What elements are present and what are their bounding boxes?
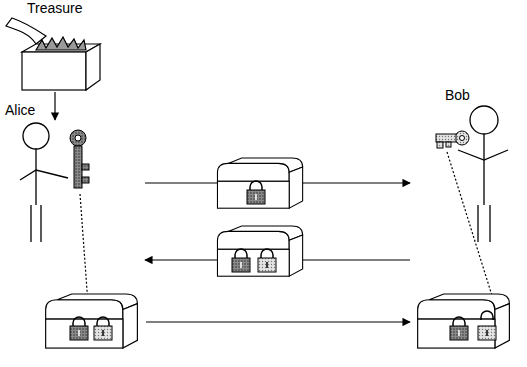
person-node: Alice [5,120,145,274]
node-label: Bob [445,87,470,103]
person-node: Bob [410,104,520,274]
key-leader [447,152,494,302]
bob-lock-open [478,311,496,340]
alice-lock [247,181,265,204]
node-label: Alice [5,102,35,118]
treasure-node: Treasure [5,0,105,92]
locked-chest [418,294,510,348]
locked-chest [46,294,138,348]
bob-key [436,131,469,148]
bob-lock [94,317,112,340]
bob-lock [258,249,276,272]
flow-arrow [54,92,55,120]
alice-lock [232,249,250,272]
flow-arrow [146,321,410,322]
treasure-chest [6,18,100,90]
node-label: Treasure [27,0,83,16]
locked-chest [217,158,302,208]
alice-key [70,130,89,188]
alice-lock [450,317,468,340]
alice-figure [20,123,68,242]
locked-chest [217,226,302,276]
alice-lock [70,317,88,340]
bob-figure [458,106,508,242]
key-leader [80,194,88,304]
